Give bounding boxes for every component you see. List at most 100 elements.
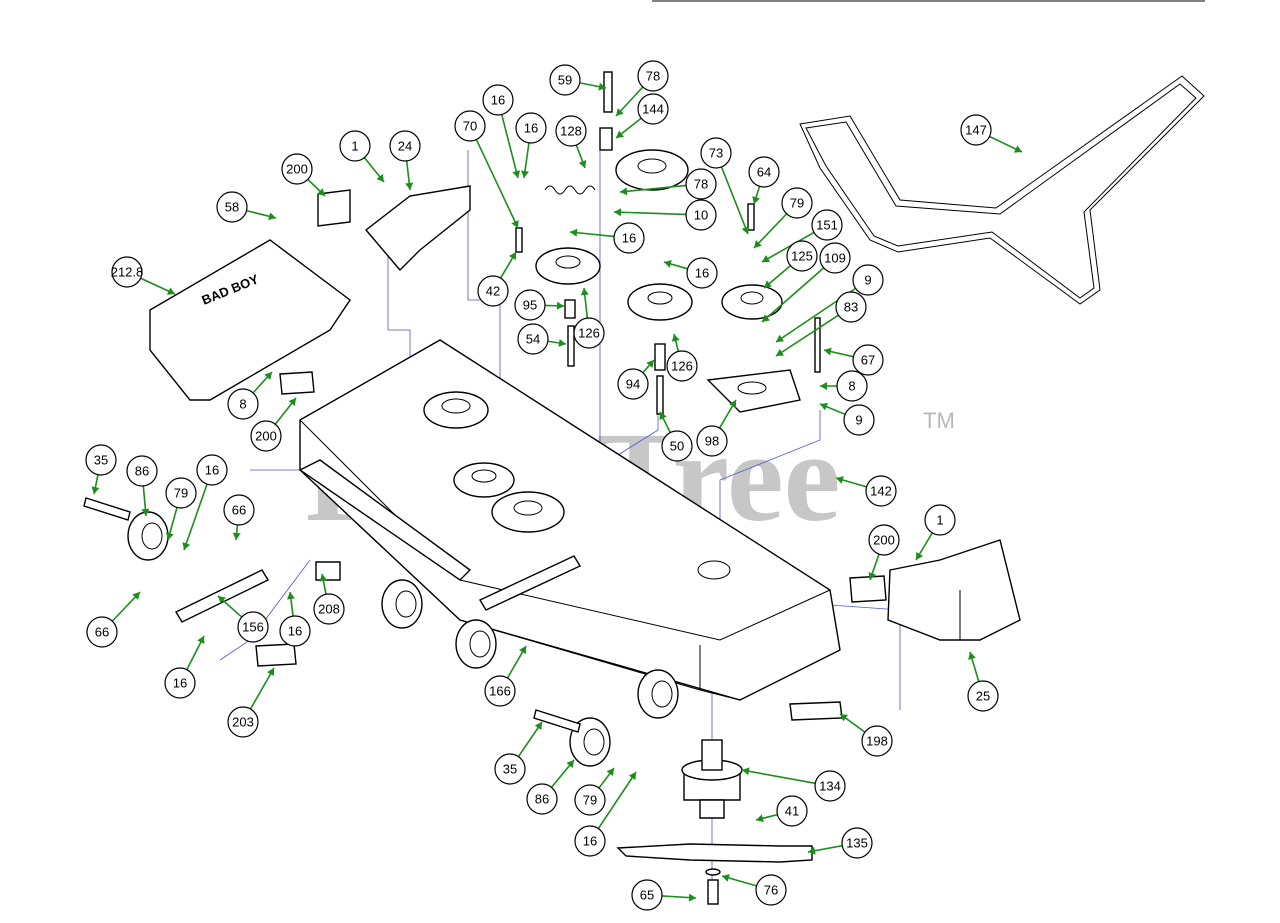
- callout-circle: [637, 93, 669, 125]
- callout-label: 10: [694, 208, 708, 223]
- callout-label: 58: [225, 200, 239, 215]
- callout-c10: 10: [613, 199, 717, 231]
- callout-circle: [85, 444, 117, 476]
- callout-c70: 70: [454, 110, 519, 229]
- leader-arrowhead: [840, 714, 849, 722]
- callout-label: 24: [398, 139, 412, 154]
- callout-c1a: 1: [339, 130, 385, 183]
- callout-label: 86: [135, 464, 149, 479]
- leader-arrowhead: [688, 893, 696, 902]
- callout-c94: 94: [617, 359, 655, 400]
- callout-c73: 73: [700, 137, 750, 235]
- leader-arrowhead: [91, 486, 100, 494]
- callout-circle: [482, 84, 514, 116]
- callout-circle: [819, 242, 851, 274]
- leader-arrowhead: [820, 402, 828, 411]
- leader-arrowhead: [570, 228, 578, 237]
- leader-arrowhead: [616, 108, 624, 116]
- callout-circle: [841, 827, 873, 859]
- callout-c64: 64: [748, 156, 780, 205]
- callout-label: 156: [242, 620, 264, 635]
- callout-c144: 144: [615, 93, 669, 139]
- leader-line: [475, 139, 519, 229]
- callout-circle: [811, 209, 843, 241]
- callout-c126b: 126: [666, 333, 698, 382]
- leader-arrowhead: [578, 160, 587, 168]
- leader-arrowhead: [182, 542, 191, 550]
- callout-c66a: 66: [223, 494, 255, 541]
- callout-c8a: 8: [820, 370, 868, 402]
- callout-circle: [861, 725, 893, 757]
- callout-circle: [637, 60, 669, 92]
- callout-circle: [836, 370, 868, 402]
- leader-arrowhead: [511, 219, 519, 228]
- callout-circle: [967, 680, 999, 712]
- callout-label: 109: [824, 251, 846, 266]
- callout-circle: [661, 430, 693, 462]
- callout-c41: 41: [755, 795, 808, 827]
- callout-label: 83: [844, 300, 858, 315]
- callout-label: 78: [646, 69, 660, 84]
- leader-arrowhead: [580, 288, 589, 296]
- callout-c16f: 16: [279, 591, 311, 647]
- callout-circle: [835, 291, 867, 323]
- callout-c86b: 86: [526, 759, 575, 815]
- leader-line: [183, 483, 208, 551]
- callout-c78a: 78: [615, 60, 669, 117]
- callout-c35a: 35: [85, 444, 117, 495]
- callout-label: 147: [965, 123, 987, 138]
- leader-arrowhead: [916, 551, 924, 560]
- callout-circle: [685, 168, 717, 200]
- leader-arrowhead: [376, 174, 384, 182]
- leader-arrowhead: [132, 592, 140, 600]
- callout-circle: [868, 524, 900, 556]
- leader-arrowhead: [508, 252, 516, 261]
- leader-arrowhead: [968, 652, 976, 660]
- callout-circle: [748, 156, 780, 188]
- leader-line: [753, 213, 788, 249]
- callout-circle: [477, 275, 509, 307]
- callout-c200c: 200: [868, 524, 900, 581]
- callout-circle: [700, 137, 732, 169]
- leader-line: [741, 769, 816, 785]
- callout-label: 135: [846, 836, 868, 851]
- callout-circle: [111, 256, 143, 288]
- discharge-chute: BAD BOY: [149, 239, 351, 401]
- callout-circle: [494, 753, 526, 785]
- leader-arrowhead: [614, 208, 622, 217]
- callout-circle: [339, 130, 371, 162]
- callout-label: 35: [94, 453, 108, 468]
- callout-label: 41: [785, 804, 799, 819]
- leader-line: [619, 184, 687, 193]
- callout-label: 67: [861, 353, 875, 368]
- fasteners: [515, 71, 821, 415]
- callout-c25: 25: [967, 651, 999, 712]
- callout-c35b: 35: [494, 721, 543, 785]
- leader-arrowhead: [197, 636, 205, 645]
- callout-circle: [852, 264, 884, 296]
- callout-c16b: 16: [515, 112, 547, 179]
- leader-line: [761, 267, 825, 323]
- callout-c16h: 16: [574, 771, 637, 857]
- callout-circle: [526, 783, 558, 815]
- callout-circle: [484, 675, 516, 707]
- callout-circle: [786, 240, 818, 272]
- callout-label: 16: [205, 463, 219, 478]
- callout-circle: [843, 404, 875, 436]
- callout-circle: [517, 323, 549, 355]
- callout-c147: 147: [960, 114, 1023, 153]
- leader-arrowhead: [752, 196, 760, 204]
- leader-arrowhead: [558, 338, 566, 347]
- leader-arrowhead: [762, 255, 771, 263]
- callout-label: 126: [671, 359, 693, 374]
- idler-pulleys: [535, 149, 801, 413]
- callout-label: 16: [524, 121, 538, 136]
- leader-line: [500, 114, 519, 179]
- callout-circle: [164, 667, 196, 699]
- callout-c66b: 66: [86, 591, 141, 648]
- callout-c65: 65: [631, 879, 697, 911]
- callout-label: 65: [640, 888, 654, 903]
- callout-c16a: 16: [482, 84, 521, 179]
- callout-circle: [685, 199, 717, 231]
